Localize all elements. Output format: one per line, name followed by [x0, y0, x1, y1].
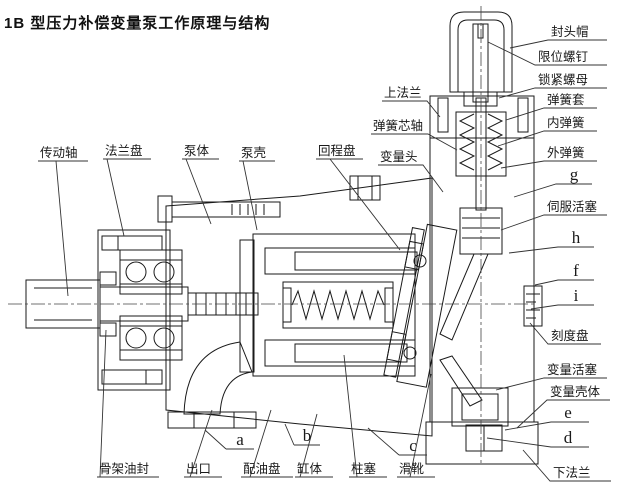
- label-letter-a: a: [236, 430, 244, 449]
- label-upper-flange: 上法兰: [384, 86, 422, 100]
- lower-flange-drawing: [425, 421, 539, 465]
- label-spring-sleeve: 弹簧套: [547, 92, 585, 107]
- centerlines: [8, 6, 535, 466]
- label-variable-head: 变量头: [380, 149, 418, 164]
- label-lower-flange: 下法兰: [553, 466, 591, 480]
- oil-seal-drawing: [99, 271, 117, 337]
- bearing-drawing: [119, 249, 183, 361]
- label-outlet: 出口: [186, 462, 211, 476]
- tie-bolt-drawing: [157, 195, 281, 223]
- pump-casing-drawing: [165, 177, 433, 437]
- label-inner-spring: 内弹簧: [547, 115, 585, 130]
- label-outer-spring: 外弹簧: [547, 145, 585, 160]
- flange-plate-drawing: [97, 229, 171, 391]
- label-lock-nut: 锁紧螺母: [538, 72, 588, 87]
- label-pump-body: 泵体: [184, 144, 210, 158]
- label-letter-i: i: [574, 286, 579, 305]
- label-return-plate: 回程盘: [318, 143, 356, 158]
- page-title: 1B 型压力补偿变量泵工作原理与结构: [4, 15, 271, 32]
- label-slipper: 滑靴: [399, 462, 425, 476]
- dial-plate-drawing: [523, 285, 543, 327]
- slipper-drawing: [403, 254, 427, 360]
- label-letter-g: g: [570, 165, 579, 184]
- label-limit-screw: 限位螺钉: [538, 49, 589, 64]
- part-labels: 封头帽 限位螺钉 锁紧螺母 弹簧套 内弹簧 外弹簧 g 伺服活塞 h f i 刻…: [40, 24, 601, 480]
- outlet-elbow-drawing: [167, 341, 257, 429]
- variable-housing-drawing: [429, 95, 535, 423]
- label-pump-casing: 泵壳: [241, 146, 266, 160]
- label-oil-distribution-plate: 配油盘: [243, 461, 281, 476]
- label-skeleton-oil-seal: 骨架油封: [99, 462, 149, 476]
- label-dial-plate: 刻度盘: [551, 328, 589, 343]
- label-letter-d: d: [564, 428, 573, 447]
- label-flange-plate: 法兰盘: [105, 143, 143, 158]
- label-variable-piston: 变量活塞: [547, 362, 598, 377]
- leader-lines: [38, 39, 611, 482]
- label-letter-h: h: [572, 228, 581, 247]
- label-drive-shaft: 传动轴: [40, 145, 78, 160]
- label-servo-piston: 伺服活塞: [547, 199, 598, 214]
- variable-piston-drawing: [439, 355, 509, 427]
- label-variable-housing: 变量壳体: [550, 384, 601, 399]
- label-spring-core-shaft: 弹簧芯轴: [373, 118, 423, 133]
- cylinder-block-drawing: [239, 233, 418, 377]
- swash-plate-drawing: [383, 223, 458, 388]
- label-letter-f: f: [573, 261, 579, 280]
- label-cylinder-block: 缸体: [297, 461, 323, 476]
- label-letter-c: c: [409, 436, 417, 455]
- compensator-cap-drawing: [449, 11, 513, 107]
- top-port-boss-drawing: [349, 175, 381, 201]
- label-plunger: 柱塞: [351, 461, 377, 476]
- label-letter-b: b: [303, 426, 312, 445]
- label-seal-head-cap: 封头帽: [551, 24, 589, 39]
- label-letter-e: e: [564, 403, 572, 422]
